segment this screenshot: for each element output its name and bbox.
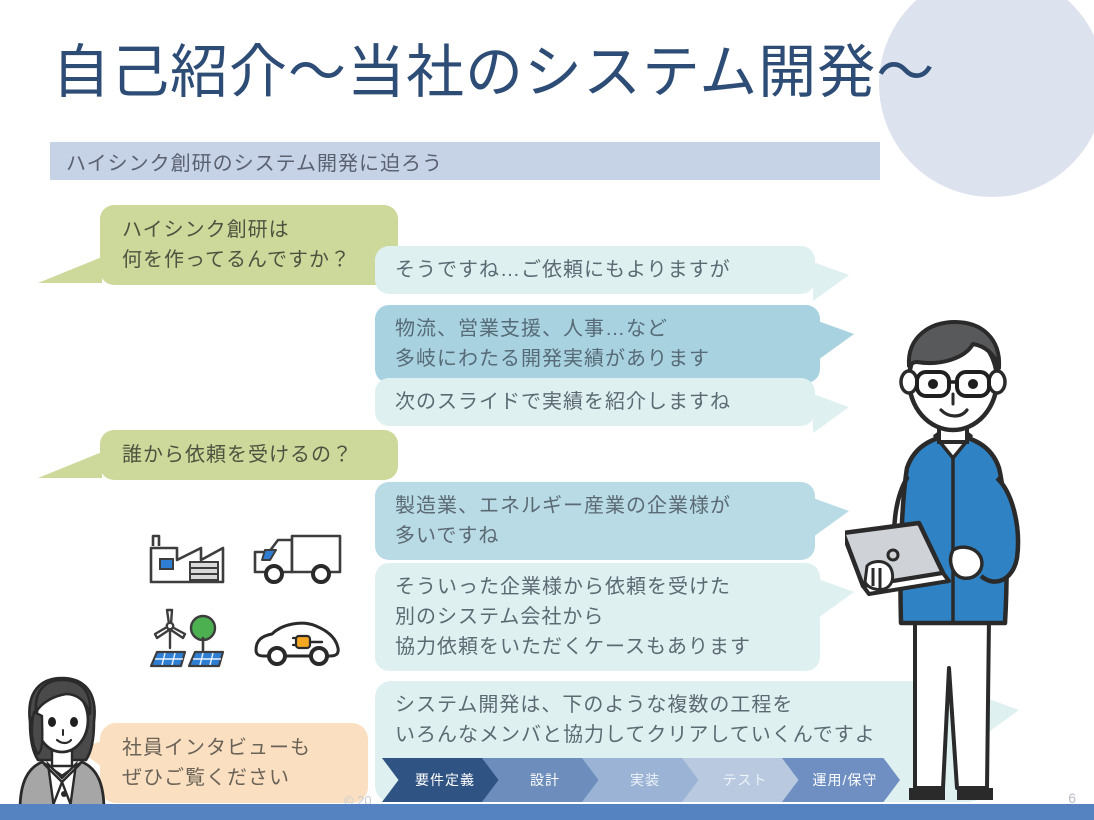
speech-bubble-answer-4: 製造業、エネルギー産業の企業様が 多いですね: [375, 482, 849, 560]
bubble-line: 物流、営業支援、人事…など: [395, 318, 668, 340]
subtitle-band: ハイシンク創研のシステム開発に迫ろう: [50, 142, 880, 180]
speech-bubble-answer-2: 物流、営業支援、人事…など 多岐にわたる開発実績があります: [375, 305, 854, 383]
bubble-line: 社員インタビューも: [122, 737, 311, 759]
speech-bubble-question-1: ハイシンク創研は 何を作ってるんですか？: [38, 205, 398, 285]
man-with-laptop-illustration: [840, 318, 1070, 808]
bubble-line: 次のスライドで実績を紹介しますね: [395, 391, 731, 413]
bubble-line: ハイシンク創研は: [122, 219, 290, 241]
bubble-line: ぜひご覧ください: [122, 767, 290, 789]
page-number: 6: [1068, 790, 1076, 806]
speech-bubble-question-2: 誰から依頼を受けるの？: [38, 430, 398, 480]
speech-bubble-employee-note: 社員インタビューも ぜひご覧ください: [78, 723, 368, 803]
bubble-line: 多岐にわたる開発実績があります: [395, 348, 710, 370]
speech-bubble-answer-1: そうですね…ご依頼にもよりますが: [375, 246, 849, 301]
process-step-label: 実装: [630, 772, 660, 788]
process-step-operations: 運用/保守: [782, 758, 900, 802]
bubble-line: 製造業、エネルギー産業の企業様が: [395, 495, 731, 517]
decorative-circle: [879, 0, 1094, 197]
process-step-label: 設計: [530, 772, 560, 788]
bubble-line: そうですね…ご依頼にもよりますが: [395, 259, 731, 281]
speech-bubble-answer-3: 次のスライドで実績を紹介しますね: [375, 378, 849, 433]
energy-icon: [145, 608, 237, 670]
speech-bubble-answer-5: そういった企業様から依頼を受けた 別のシステム会社から 協力依頼をいただくケース…: [375, 563, 854, 671]
truck-icon: [252, 526, 344, 588]
subtitle-text: ハイシンク創研のシステム開発に迫ろう: [66, 152, 443, 175]
page-title: 自己紹介〜当社のシステム開発〜: [52, 40, 936, 105]
process-step-label: テスト: [722, 772, 768, 788]
bubble-line: 別のシステム会社から: [395, 606, 605, 628]
process-step-design: 設計: [482, 758, 600, 802]
bubble-line: システム開発は、下のような複数の工程を: [395, 694, 794, 716]
factory-icon: [145, 526, 229, 588]
process-step-test: テスト: [682, 758, 800, 802]
bubble-line: そういった企業様から依頼を受けた: [395, 576, 731, 598]
bubble-line: 誰から依頼を受けるの？: [122, 444, 353, 466]
bubble-line: 多いですね: [395, 525, 500, 547]
woman-in-suit-illustration: [8, 672, 116, 812]
industry-icon-grid: [140, 522, 360, 672]
footer-bar: [0, 804, 1094, 820]
ev-car-icon: [252, 614, 344, 668]
process-step-label: 運用/保守: [812, 772, 878, 788]
process-step-implementation: 実装: [582, 758, 700, 802]
bubble-line: いろんなメンバと協力してクリアしていくんですよ: [395, 724, 876, 746]
process-flow-diagram: 要件定義 設計 実装 テスト 運用/保守: [382, 758, 900, 802]
bubble-line: 何を作ってるんですか？: [122, 249, 351, 271]
bubble-line: 協力依頼をいただくケースもあります: [395, 636, 751, 658]
process-step-label: 要件定義: [415, 772, 475, 788]
process-step-requirements: 要件定義: [382, 758, 500, 802]
